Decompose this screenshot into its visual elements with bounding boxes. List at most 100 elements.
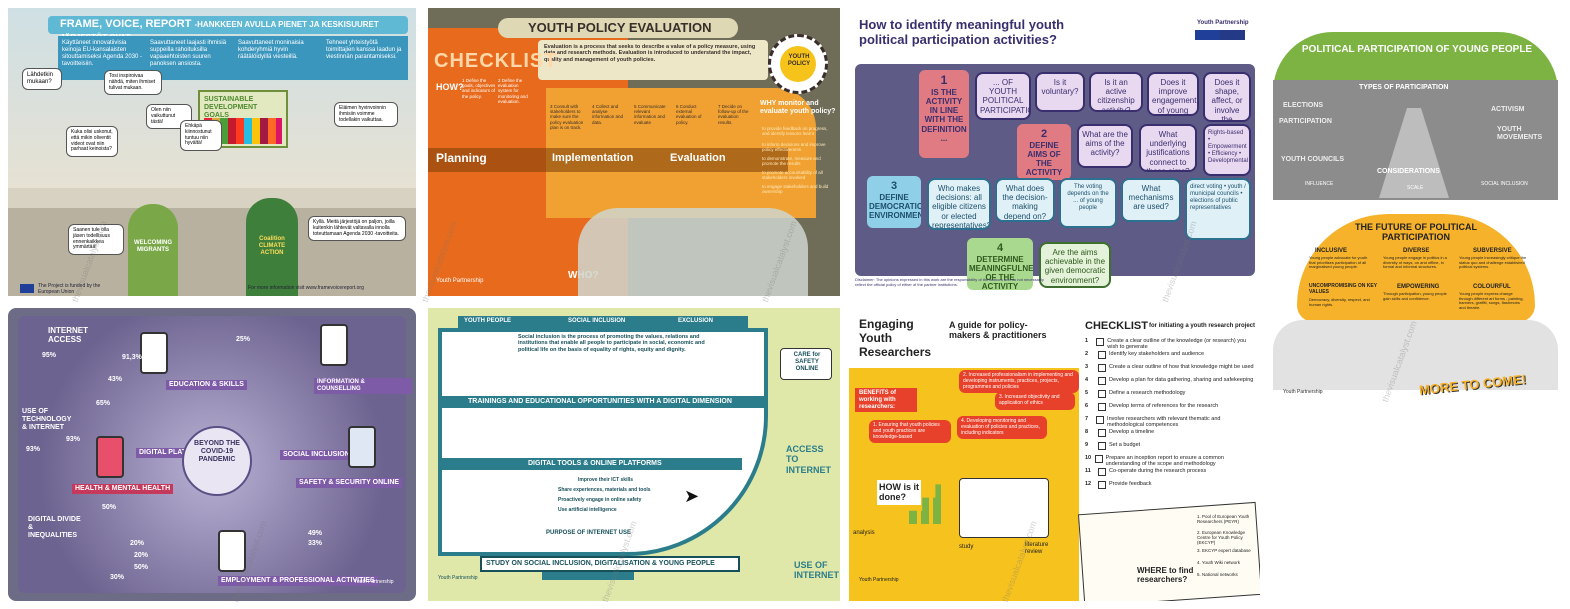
care-badge [780, 348, 832, 380]
tile-meaningful-participation[interactable]: How to identify meaningful youth politic… [849, 8, 1260, 296]
tile1-bullet-3: Saavuttaneet moninaisia kohderyhmiä hyvi… [238, 40, 304, 60]
tab-youth-people[interactable]: YOUTH PEOPLE [464, 318, 512, 324]
label-health: HEALTH & MENTAL HEALTH [72, 484, 174, 495]
tile-political-participation[interactable]: POLITICAL PARTICIPATION OF YOUNG PEOPLE … [1269, 8, 1562, 408]
tab-bar [458, 316, 748, 328]
sign-climate: Coalition CLIMATE ACTION [258, 236, 286, 256]
sdg-sign: SUSTAINABLE DEVELOPMENT GOALS [204, 96, 258, 120]
seat-political-sphere: Does it shape, affect, or involve the po… [1203, 72, 1251, 122]
checklist-text: Define a research methodology [1109, 390, 1186, 396]
seat-voluntary: Is it voluntary? [1035, 72, 1085, 112]
phone-info-icon [320, 324, 348, 366]
stat-2: 91,3% [122, 354, 142, 361]
step-2-number: 2 [1040, 128, 1048, 140]
tile2-footer: Youth Partnership [436, 278, 484, 284]
bubble-1: Lähdetkin mukaan? [22, 68, 62, 90]
tile6-intro: Social inclusion is the process of promo… [518, 334, 705, 353]
checklist-number: 12 [1085, 481, 1092, 487]
book-item-3: 3. EKCYP expert database [1197, 548, 1251, 553]
considerations-label: CONSIDERATIONS [1377, 168, 1440, 175]
checklist-number: 3 [1085, 364, 1089, 370]
label-education: EDUCATION & SKILLS [166, 380, 247, 391]
checkbox-icon [1098, 442, 1106, 450]
use-label: USE OF INTERNET [794, 560, 839, 581]
care-label: CARE for SAFETY ONLINE [793, 352, 821, 372]
band-digital-tools-label: DIGITAL TOOLS & ONLINE PLATFORMS [528, 460, 662, 467]
tile7-brand: Youth Partnership [859, 577, 899, 583]
phone-health-icon [96, 436, 124, 478]
book-item-5: 5. National networks [1197, 572, 1238, 577]
label-study: study [959, 544, 974, 550]
step-1: 1 Define the goals, objectives and indic… [462, 78, 496, 99]
checklist-number: 7 [1085, 416, 1089, 422]
tile1-bullet-4: Tehneet yhteistyötä toimittajien kanssa … [326, 40, 402, 60]
cursor-arrow-icon: ➤ [684, 486, 700, 506]
why-title: WHY monitor and evaluate youth policy? [760, 100, 836, 116]
seat-who-decides: Who makes decisions: all eligible citize… [927, 178, 991, 230]
tile-youth-researchers[interactable]: Engaging Youth Researchers A guide for p… [849, 308, 1260, 601]
purpose-label: PURPOSE OF INTERNET USE [546, 530, 632, 536]
seat-improve-engagement: Does it improve engagement of young peop… [1147, 72, 1199, 116]
card-subversive-title: SUBVERSIVE [1473, 248, 1512, 254]
checklist-text: Identify key stakeholders and audience [1109, 351, 1205, 357]
card-inclusive-text: Young people advocate for youth that pri… [1309, 255, 1368, 270]
checklist-number: 9 [1085, 442, 1089, 448]
label-literature: literature review [1025, 542, 1049, 555]
how-label: HOW? [436, 82, 464, 92]
tab-exclusion[interactable]: EXCLUSION [678, 318, 714, 324]
phone-sad-icon [140, 332, 168, 374]
tile5-brand: Youth Partnership [354, 579, 394, 585]
tool-3: Proactively engage in online safety [558, 497, 642, 503]
tile-youth-policy-evaluation[interactable]: YOUTH POLICY EVALUATION Evaluation is a … [428, 8, 840, 296]
crowd [578, 208, 808, 296]
checkbox-icon [1098, 390, 1106, 398]
checkbox-icon [1098, 429, 1106, 437]
checklist-number: 8 [1085, 429, 1089, 435]
tile-social-inclusion[interactable]: YOUTH PEOPLE SOCIAL INCLUSION EXCLUSION … [428, 308, 840, 601]
checkbox-icon [1096, 338, 1105, 346]
checkbox-icon [1098, 403, 1106, 411]
step-4: 4 Collect and analyse information and da… [592, 104, 624, 125]
tile-covid-digital[interactable]: INTERNET ACCESS EDUCATION & SKILLS INFOR… [8, 308, 416, 601]
step-1-number: 1 [940, 73, 948, 87]
why-item-1: to provide feedback on progress, and ide… [762, 126, 828, 137]
tab-social-inclusion[interactable]: SOCIAL INCLUSION [568, 318, 626, 324]
stat-1: 95% [42, 352, 57, 359]
checklist-subtitle: for initiating a youth research project [1149, 323, 1256, 329]
why-item-2: to inform decisions and improve policy e… [762, 142, 826, 153]
why-item-5: to engage stakeholders and build ownersh… [762, 184, 829, 195]
card-empowering-title: EMPOWERING [1397, 284, 1440, 290]
stat-12: 20% [134, 552, 149, 559]
tile6-brand: Youth Partnership [438, 575, 478, 581]
seat-mechanisms: What mechanisms are used? [1121, 178, 1181, 222]
book-stack [959, 478, 1049, 538]
tile4-brand: Youth Partnership [1283, 389, 1323, 395]
label-information: INFORMATION & COUNSELLING [314, 378, 412, 394]
card-empowering-text: Through participation, young people gain… [1383, 291, 1447, 301]
side-youth-councils: YOUTH COUNCILS [1281, 156, 1344, 163]
consider-scale: SCALE [1407, 185, 1424, 191]
eu-flag [20, 284, 34, 293]
card-diverse-text: Young people engage in politics in a div… [1383, 255, 1447, 270]
seat-rights-based: Rights-based • Empowerment • Efficiency … [1203, 124, 1251, 176]
checklist-text: Develop a plan for data gathering, shari… [1109, 377, 1254, 383]
monitor-frame [438, 328, 768, 556]
how-label: HOW is it done? [877, 480, 921, 505]
bubble-7: Saanen tule olla jäsen todellisuus ennen… [68, 224, 124, 255]
tile7-title: Engaging Youth Researchers [859, 317, 932, 359]
bubble-3: Kuka olisi uskonut, että mikin oliventit… [66, 126, 118, 157]
step-5: 5 Communicate relevant information and e… [634, 104, 666, 125]
seat-direct-voting: direct voting • youth / municipal counci… [1185, 178, 1251, 240]
tile1-bullet-2: Saavuttaneet laajasti ihmisiä suppeilla … [150, 40, 227, 67]
bus-stop-roof [48, 16, 408, 34]
bubble-8: Kyllä. Meitä järjestöjä on paljon, joill… [308, 216, 406, 242]
tile-frame-voice-report[interactable]: FRAME, VOICE, REPORT -HANKKEEN AVULLA PI… [8, 8, 416, 296]
benefits-tab [855, 388, 917, 412]
label-social-inclusion: SOCIAL INCLUSION [280, 450, 353, 461]
